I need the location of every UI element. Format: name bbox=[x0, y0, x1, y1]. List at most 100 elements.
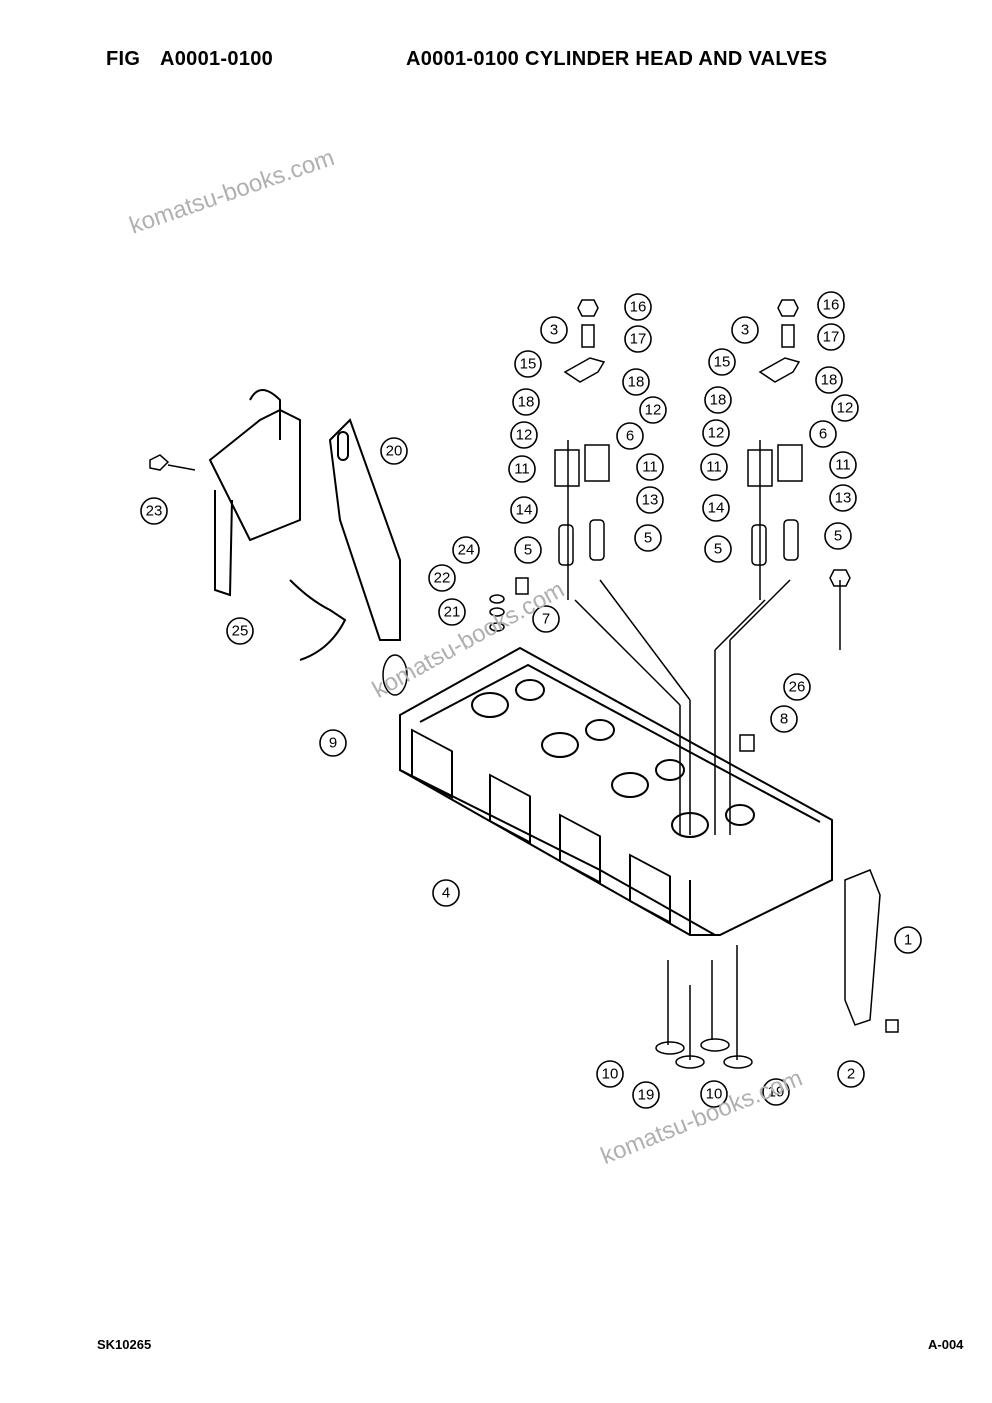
svg-text:2: 2 bbox=[847, 1066, 855, 1083]
page-number: A-004 bbox=[928, 1337, 964, 1352]
callout-8: 8 bbox=[770, 705, 798, 733]
callout-11b: 11 bbox=[636, 453, 664, 481]
document-code: SK10265 bbox=[97, 1337, 152, 1352]
callout-7: 7 bbox=[532, 605, 560, 633]
callout-4: 4 bbox=[432, 879, 460, 907]
page-title: A0001-0100 CYLINDER HEAD AND VALVES bbox=[406, 48, 828, 70]
svg-text:11: 11 bbox=[642, 459, 658, 476]
callout-13a: 13 bbox=[636, 486, 664, 514]
svg-text:16: 16 bbox=[630, 299, 647, 316]
svg-text:14: 14 bbox=[516, 502, 533, 519]
svg-text:7: 7 bbox=[542, 611, 550, 628]
callout-18a: 18 bbox=[622, 368, 650, 396]
svg-text:17: 17 bbox=[823, 329, 840, 346]
svg-text:23: 23 bbox=[146, 503, 163, 520]
svg-text:26: 26 bbox=[789, 679, 806, 696]
callout-11c: 11 bbox=[700, 453, 728, 481]
callout-5d: 5 bbox=[824, 522, 852, 550]
callout-10b: 10 bbox=[700, 1080, 728, 1108]
svg-text:19: 19 bbox=[638, 1087, 655, 1104]
svg-text:10: 10 bbox=[602, 1066, 619, 1083]
callout-10a: 10 bbox=[596, 1060, 624, 1088]
svg-text:18: 18 bbox=[821, 372, 838, 389]
misc-parts bbox=[149, 454, 899, 1033]
svg-text:11: 11 bbox=[835, 457, 851, 474]
callout-12c: 12 bbox=[702, 419, 730, 447]
callout-9: 9 bbox=[319, 729, 347, 757]
callout-17a: 17 bbox=[624, 325, 652, 353]
svg-text:12: 12 bbox=[516, 427, 533, 444]
svg-text:3: 3 bbox=[550, 322, 558, 339]
svg-text:16: 16 bbox=[823, 297, 840, 314]
svg-text:5: 5 bbox=[644, 530, 652, 547]
callout-12a: 12 bbox=[510, 421, 538, 449]
callout-15b: 15 bbox=[708, 348, 736, 376]
svg-text:5: 5 bbox=[524, 542, 532, 559]
valve-train-right bbox=[714, 299, 803, 835]
callout-24: 24 bbox=[452, 536, 480, 564]
callout-18c: 18 bbox=[815, 366, 843, 394]
callout-16b: 16 bbox=[817, 291, 845, 319]
callout-13b: 13 bbox=[829, 484, 857, 512]
callout-1: 1 bbox=[894, 926, 922, 954]
svg-text:12: 12 bbox=[645, 402, 662, 419]
svg-text:14: 14 bbox=[708, 500, 725, 517]
svg-text:4: 4 bbox=[442, 885, 450, 902]
svg-text:11: 11 bbox=[706, 459, 722, 476]
svg-text:19: 19 bbox=[768, 1084, 785, 1101]
callout-19b: 19 bbox=[762, 1078, 790, 1106]
callout-5b: 5 bbox=[634, 524, 662, 552]
svg-text:18: 18 bbox=[710, 392, 727, 409]
svg-text:5: 5 bbox=[834, 528, 842, 545]
svg-text:12: 12 bbox=[708, 425, 725, 442]
callout-23: 23 bbox=[140, 497, 168, 525]
callout-6a: 6 bbox=[616, 422, 644, 450]
callout-11a: 11 bbox=[508, 455, 536, 483]
svg-text:1: 1 bbox=[904, 932, 912, 949]
callout-12b: 12 bbox=[639, 396, 667, 424]
svg-text:18: 18 bbox=[628, 374, 645, 391]
svg-text:9: 9 bbox=[329, 735, 337, 752]
svg-text:22: 22 bbox=[434, 570, 451, 587]
svg-text:12: 12 bbox=[837, 400, 854, 417]
callout-15a: 15 bbox=[514, 350, 542, 378]
callout-19a: 19 bbox=[632, 1081, 660, 1109]
callout-2: 2 bbox=[837, 1060, 865, 1088]
callout-25: 25 bbox=[226, 617, 254, 645]
callout-18b: 18 bbox=[512, 388, 540, 416]
svg-text:10: 10 bbox=[706, 1086, 723, 1103]
valves-bottom bbox=[655, 945, 753, 1069]
callout-5c: 5 bbox=[704, 535, 732, 563]
svg-text:13: 13 bbox=[835, 490, 852, 507]
svg-text:20: 20 bbox=[386, 443, 403, 460]
cylinder-head bbox=[399, 646, 833, 936]
callout-18d: 18 bbox=[704, 386, 732, 414]
callout-3b: 3 bbox=[731, 316, 759, 344]
svg-text:3: 3 bbox=[741, 322, 749, 339]
svg-text:15: 15 bbox=[714, 354, 731, 371]
svg-text:11: 11 bbox=[514, 461, 530, 478]
callout-14a: 14 bbox=[510, 496, 538, 524]
valve-train-left bbox=[554, 299, 691, 835]
fig-label: FIG bbox=[106, 48, 141, 70]
callout-26: 26 bbox=[783, 673, 811, 701]
svg-text:24: 24 bbox=[458, 542, 475, 559]
callout-20: 20 bbox=[380, 437, 408, 465]
callout-16a: 16 bbox=[624, 293, 652, 321]
svg-text:6: 6 bbox=[626, 428, 634, 445]
callout-6b: 6 bbox=[809, 420, 837, 448]
callout-bubbles: 1 2 3 3 4 5 5 5 5 6 6 7 8 9 10 10 11 11 … bbox=[140, 291, 922, 1109]
svg-text:13: 13 bbox=[642, 492, 659, 509]
svg-text:25: 25 bbox=[232, 623, 249, 640]
callout-11d: 11 bbox=[829, 451, 857, 479]
svg-text:5: 5 bbox=[714, 541, 722, 558]
svg-text:15: 15 bbox=[520, 356, 537, 373]
svg-text:17: 17 bbox=[630, 331, 647, 348]
callout-22: 22 bbox=[428, 564, 456, 592]
breather-pipe-assembly bbox=[208, 389, 401, 661]
callout-14b: 14 bbox=[702, 494, 730, 522]
svg-text:18: 18 bbox=[518, 394, 535, 411]
callout-12d: 12 bbox=[831, 394, 859, 422]
svg-text:6: 6 bbox=[819, 426, 827, 443]
